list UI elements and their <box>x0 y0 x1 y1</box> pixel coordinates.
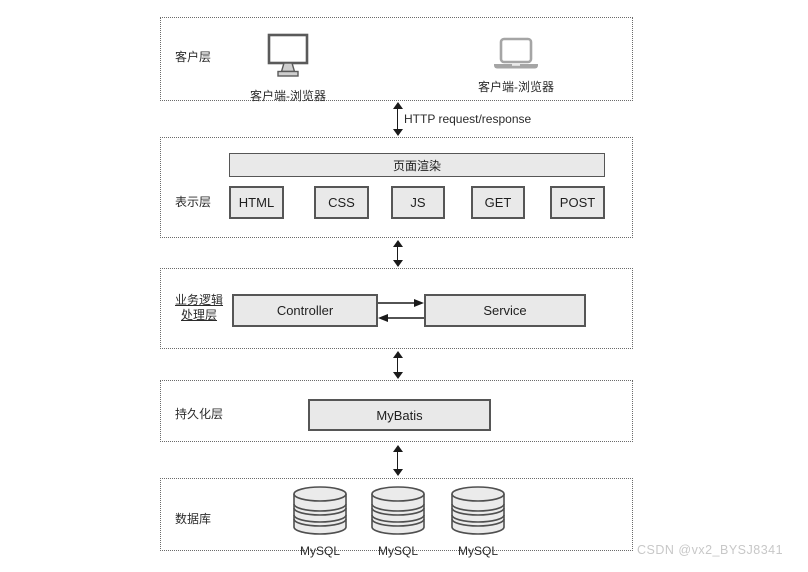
controller-box: Controller <box>232 294 378 327</box>
presentation-layer-label: 表示层 <box>175 195 212 209</box>
desktop-monitor-icon <box>266 33 310 84</box>
business-persistence-arrow <box>392 351 404 379</box>
page-render-bar: 页面渲染 <box>229 153 605 177</box>
css-box: CSS <box>314 186 369 219</box>
business-layer-label: 业务逻辑 处理层 <box>175 293 223 323</box>
mysql-database-3: MySQL <box>443 485 513 558</box>
service-box: Service <box>424 294 586 327</box>
js-box: JS <box>391 186 445 219</box>
presentation-business-arrow <box>392 240 404 267</box>
get-box: GET <box>471 186 525 219</box>
csdn-watermark: CSDN @vx2_BYSJ8341 <box>637 543 784 557</box>
client-layer-container: 客户层 客户端-浏览器 客户端-浏览器 <box>160 17 633 104</box>
client-layer-label: 客户层 <box>175 50 212 64</box>
mysql-database-2: MySQL <box>363 485 433 558</box>
database-layer-container: 数据库 MySQL <box>160 478 633 558</box>
database-layer-label: 数据库 <box>175 512 212 526</box>
html-box: HTML <box>229 186 284 219</box>
http-request-response-label: HTTP request/response <box>404 112 532 126</box>
business-layer-label-line1: 业务逻辑 <box>175 293 224 307</box>
mysql-label: MySQL <box>299 544 340 558</box>
persistence-layer-label: 持久化层 <box>175 407 224 421</box>
business-layer-container: 业务逻辑 处理层 Controller Service <box>160 268 633 349</box>
client-presentation-arrow <box>392 102 404 136</box>
persistence-database-arrow <box>392 445 404 476</box>
business-layer-label-line2: 处理层 <box>181 308 218 322</box>
desktop-client: 客户端-浏览器 <box>246 33 330 104</box>
controller-service-arrows <box>378 294 424 332</box>
laptop-icon <box>493 37 539 75</box>
database-cylinder-icon <box>370 485 426 542</box>
persistence-layer-container: 持久化层 MyBatis <box>160 380 633 442</box>
mysql-label: MySQL <box>377 544 418 558</box>
laptop-client-label: 客户端-浏览器 <box>478 80 554 94</box>
post-box: POST <box>550 186 605 219</box>
laptop-client: 客户端-浏览器 <box>474 37 558 95</box>
mysql-database-1: MySQL <box>285 485 355 558</box>
desktop-client-label: 客户端-浏览器 <box>250 89 326 103</box>
presentation-layer-container: 表示层 页面渲染 HTML CSS JS GET POST <box>160 137 633 238</box>
database-cylinder-icon <box>450 485 506 542</box>
mysql-label: MySQL <box>457 544 498 558</box>
database-cylinder-icon <box>292 485 348 542</box>
mybatis-box: MyBatis <box>308 399 491 431</box>
